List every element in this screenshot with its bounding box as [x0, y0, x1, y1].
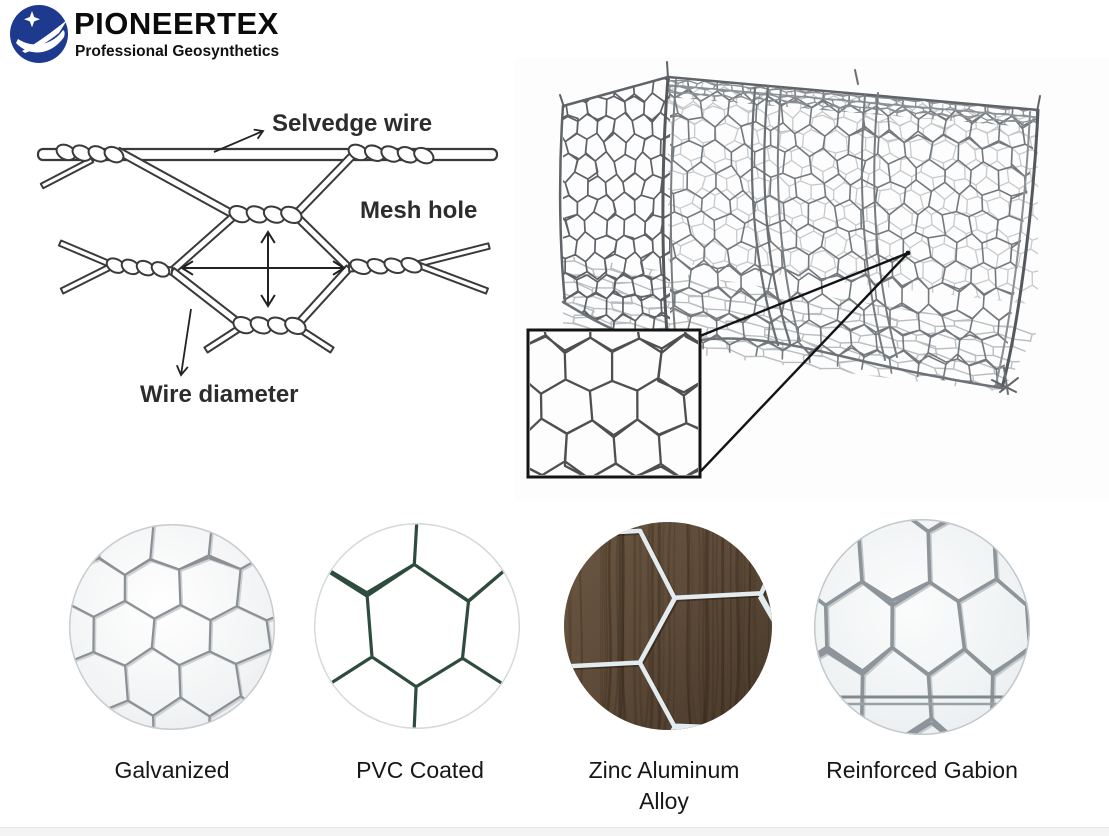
coating-photo-reinforced-gabion: [814, 519, 1030, 735]
selvedge-wire-label: Selvedge wire: [272, 110, 433, 137]
gabion-box-photo: [515, 58, 1109, 500]
brand-name: PIONEERTEX: [74, 6, 279, 41]
coating-caption-zinc-aluminum: Zinc Aluminum Alloy: [588, 757, 740, 814]
coating-photo-pvc-coated: [314, 523, 520, 729]
brand-header: PIONEERTEX Professional Geosynthetics: [0, 0, 340, 70]
wire-diameter-label: Wire diameter: [140, 381, 299, 408]
brand-tagline: Professional Geosynthetics: [75, 43, 280, 60]
coating-caption-reinforced-gabion: Reinforced Gabion: [826, 757, 1018, 783]
mesh-hole-label: Mesh hole: [360, 197, 478, 224]
coating-photo-zinc-aluminum: [564, 522, 772, 730]
wire-mesh-structure-diagram: [36, 128, 499, 377]
coating-photo-galvanized: [69, 524, 275, 730]
globe-swoosh-star-icon: [10, 5, 68, 63]
coating-caption-pvc-coated: PVC Coated: [356, 757, 484, 783]
page-bottom-strip: [0, 827, 1109, 836]
coating-caption-galvanized: Galvanized: [114, 757, 230, 783]
